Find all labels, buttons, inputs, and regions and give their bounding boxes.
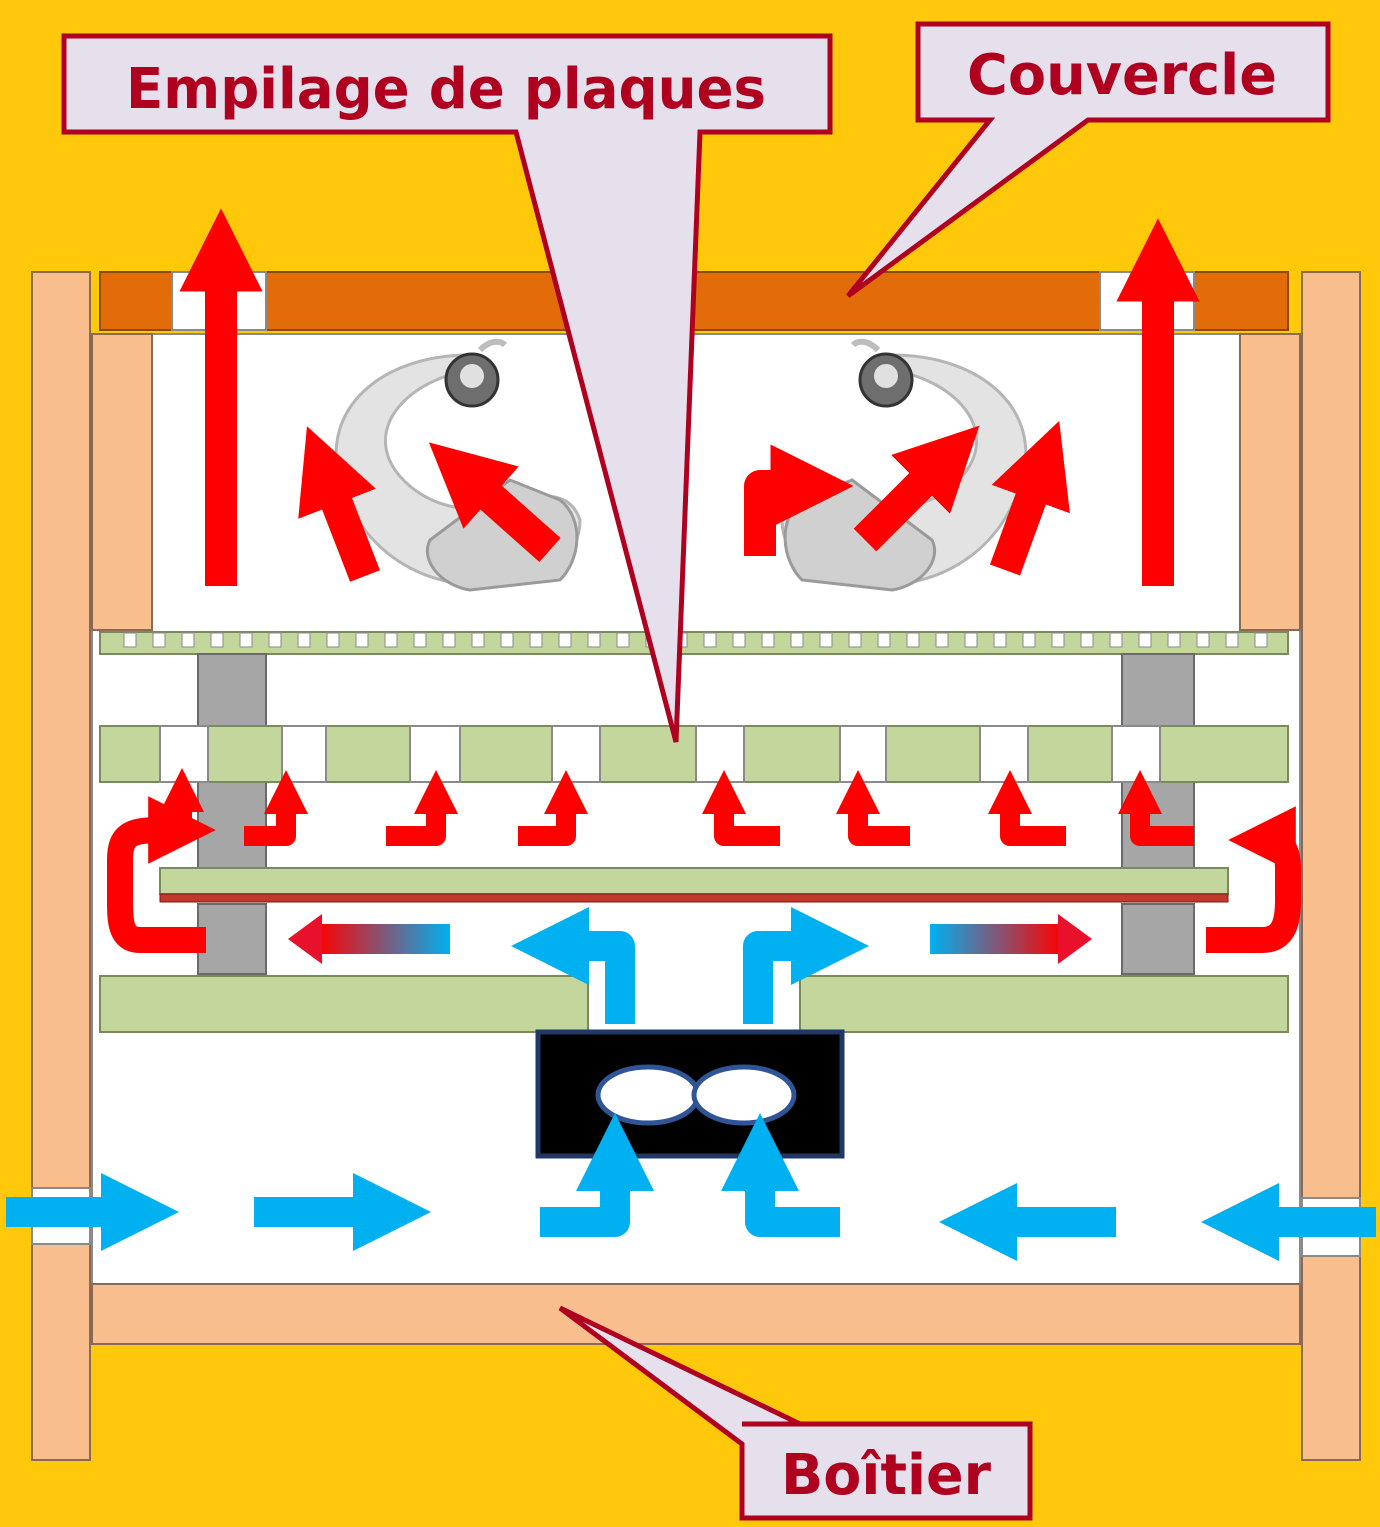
perforation-hole xyxy=(1109,632,1123,648)
perforation-hole xyxy=(297,632,311,648)
callout-stack: Empilage de plaques xyxy=(61,33,833,743)
perforation-hole xyxy=(935,632,949,648)
perforation-hole xyxy=(152,632,166,648)
perforation-hole xyxy=(877,632,891,648)
bottom-plate-right xyxy=(799,975,1289,1033)
perforation-hole xyxy=(413,632,427,648)
perforation-hole xyxy=(210,632,224,648)
perforation-hole xyxy=(761,632,775,648)
outer-wall-left xyxy=(31,271,91,1461)
spacer-left-bot xyxy=(197,903,267,975)
perforation-hole xyxy=(123,632,137,648)
spacer-right-top xyxy=(1121,653,1195,727)
perforation-hole xyxy=(384,632,398,648)
heater-plate xyxy=(159,867,1229,903)
perforation-hole xyxy=(1080,632,1094,648)
inner-wall-left xyxy=(91,333,153,631)
case-bottom xyxy=(91,1283,1301,1345)
perforation-hole xyxy=(268,632,282,648)
outer-wall-right xyxy=(1301,271,1361,1461)
perforated-plate xyxy=(99,631,1289,655)
perforation-hole xyxy=(529,632,543,648)
spacer-left-top xyxy=(197,653,267,727)
perforation-hole xyxy=(1138,632,1152,648)
callout-stack-label: Empilage de plaques xyxy=(126,57,766,122)
perforation-hole xyxy=(442,632,456,648)
perforation-hole xyxy=(964,632,978,648)
bottom-plate-left xyxy=(99,975,589,1033)
perforation-hole xyxy=(616,632,630,648)
perforation-hole xyxy=(587,632,601,648)
spacer-left-mid xyxy=(197,781,267,869)
perforation-hole xyxy=(181,632,195,648)
perforation-hole xyxy=(1225,632,1239,648)
cold-air-arrows xyxy=(6,907,1376,1261)
case xyxy=(31,271,1361,1461)
perforation-hole xyxy=(819,632,833,648)
callout-case-label: Boîtier xyxy=(781,1443,991,1508)
perforation-hole xyxy=(703,632,717,648)
perforation-hole xyxy=(732,632,746,648)
callout-lid-label: Couvercle xyxy=(967,43,1277,108)
hot-air-small-arrows xyxy=(159,767,1194,846)
perforation-hole xyxy=(1167,632,1181,648)
hot-air-arrows xyxy=(107,208,1301,953)
mixed-air-arrows xyxy=(288,914,1092,964)
perforation-hole xyxy=(471,632,485,648)
spacer-right-bot xyxy=(1121,903,1195,975)
perforation-hole xyxy=(558,632,572,648)
perforation-hole xyxy=(993,632,1007,648)
perforation-hole xyxy=(906,632,920,648)
segmented-plate xyxy=(99,725,1289,783)
perforation-hole xyxy=(1022,632,1036,648)
spacers xyxy=(197,653,1195,975)
perforation-hole xyxy=(500,632,514,648)
perforation-hole xyxy=(848,632,862,648)
perforation-hole xyxy=(326,632,340,648)
callout-lid: Couvercle xyxy=(846,21,1331,299)
perforation-hole xyxy=(790,632,804,648)
perforation-hole xyxy=(1254,632,1268,648)
perforation-hole xyxy=(1051,632,1065,648)
perforation-hole xyxy=(1196,632,1210,648)
perforation-hole xyxy=(355,632,369,648)
inner-wall-right xyxy=(1239,333,1301,631)
perforation-hole xyxy=(239,632,253,648)
fan-icon xyxy=(535,1029,845,1159)
bottom-plates xyxy=(99,975,1289,1033)
callout-case: Boîtier xyxy=(558,1305,1033,1521)
